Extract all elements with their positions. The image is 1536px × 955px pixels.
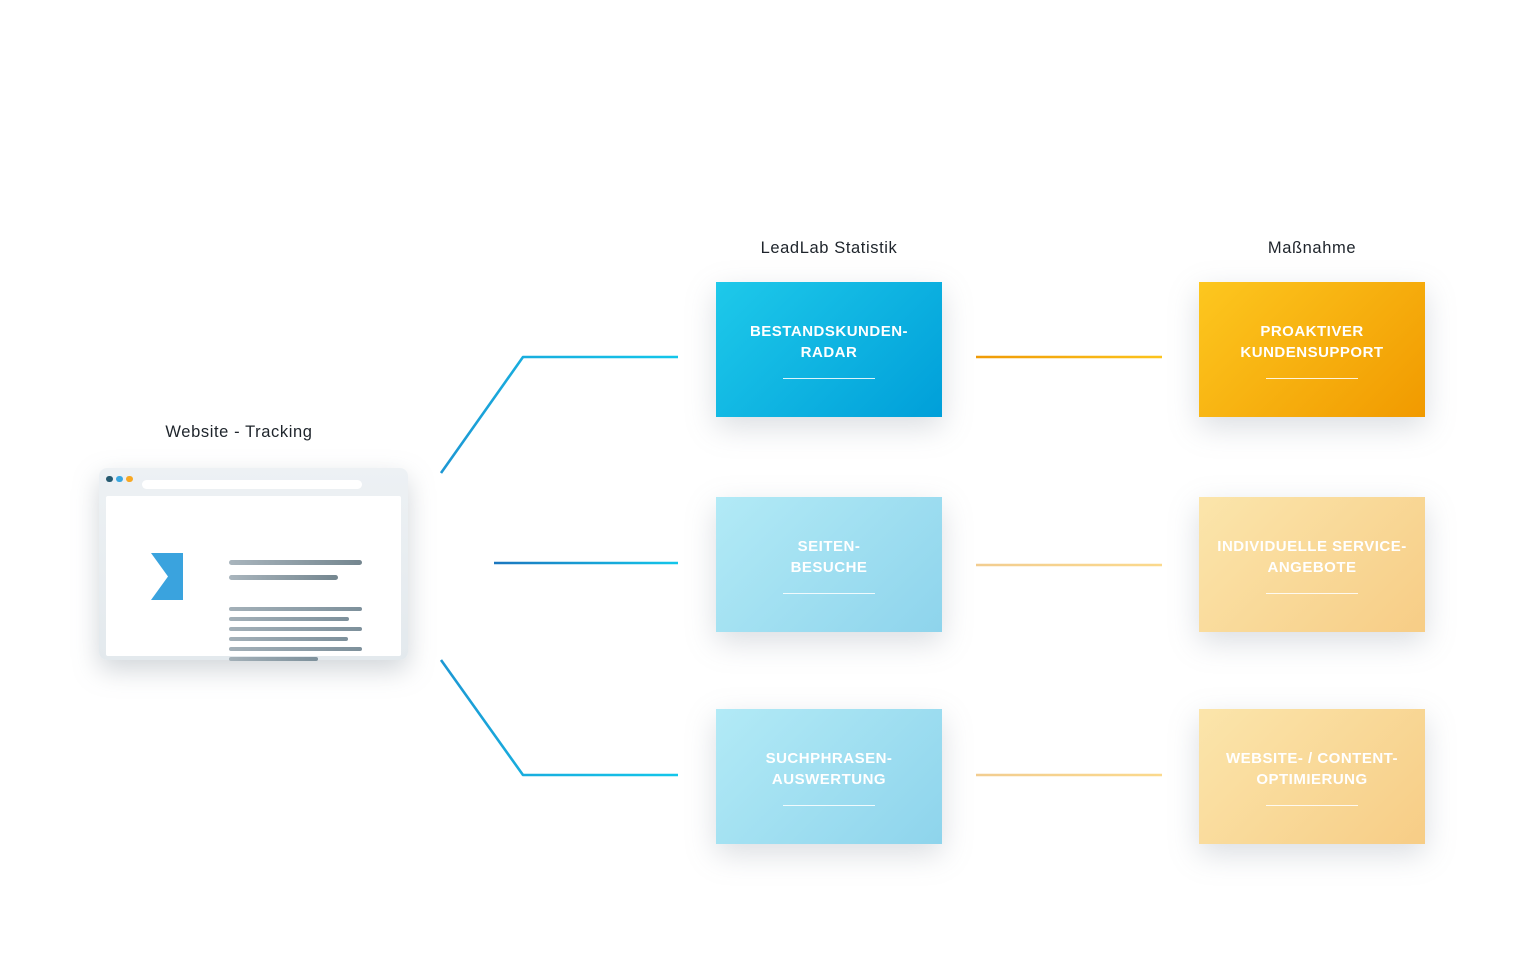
stat-box-suchphrasenauswertung: SUCHPHRASEN- AUSWERTUNG xyxy=(716,709,942,844)
browser-dot-orange-icon xyxy=(126,475,133,482)
label-line-1: BESTANDSKUNDEN- xyxy=(749,322,909,340)
column-header-massnahme: Maßnahme xyxy=(1267,239,1357,257)
text-line xyxy=(229,560,362,565)
label-line-2: KUNDENSUPPORT xyxy=(1240,343,1384,361)
column-header-leadlab-statistik: LeadLab Statistik xyxy=(760,239,898,257)
text-line xyxy=(229,575,338,580)
label-line-1: SEITEN- xyxy=(797,537,861,555)
measure-box-proaktiver-kundensupport: PROAKTIVER KUNDENSUPPORT xyxy=(1199,282,1425,417)
label-line-2: RADAR xyxy=(800,343,858,361)
stat-box-bestandskundenradar: BESTANDSKUNDEN- RADAR xyxy=(716,282,942,417)
connector-tracking-to-suchphrasen xyxy=(439,659,678,777)
label-underline xyxy=(1266,804,1358,806)
measure-box-label: WEBSITE- / CONTENT- OPTIMIERUNG xyxy=(1199,748,1425,790)
label-underline xyxy=(1266,592,1358,594)
label-line-2: AUSWERTUNG xyxy=(771,770,887,788)
browser-dot-blue-icon xyxy=(116,475,123,482)
browser-viewport xyxy=(106,496,401,661)
label-underline xyxy=(783,377,875,379)
label-line-2: ANGEBOTE xyxy=(1267,558,1357,576)
label-underline xyxy=(1266,377,1358,379)
label-line-1: PROAKTIVER xyxy=(1260,322,1364,340)
label-underline xyxy=(783,592,875,594)
browser-window-illustration xyxy=(99,468,408,661)
stat-box-label: BESTANDSKUNDEN- RADAR xyxy=(716,321,942,363)
text-line xyxy=(229,627,362,631)
source-title-website-tracking: Website - Tracking xyxy=(165,423,313,441)
text-line xyxy=(229,647,362,651)
stat-box-seitenbesuche: SEITEN- BESUCHE xyxy=(716,497,942,632)
label-line-1: WEBSITE- / CONTENT- xyxy=(1226,749,1398,767)
browser-url-bar xyxy=(142,479,362,489)
label-line-1: SUCHPHRASEN- xyxy=(765,749,893,767)
text-line xyxy=(229,637,348,641)
text-line xyxy=(229,607,362,611)
stat-box-label: SEITEN- BESUCHE xyxy=(716,536,942,578)
label-line-2: BESUCHE xyxy=(790,558,868,576)
measure-box-individuelle-serviceangebote: INDIVIDUELLE SERVICE- ANGEBOTE xyxy=(1199,497,1425,632)
measure-box-label: PROAKTIVER KUNDENSUPPORT xyxy=(1199,321,1425,363)
label-line-1: INDIVIDUELLE SERVICE- xyxy=(1217,537,1407,555)
leadlab-flag-icon xyxy=(151,553,183,600)
connector-tracking-to-radar xyxy=(439,355,678,474)
label-underline xyxy=(783,804,875,806)
measure-box-website-content-optimierung: WEBSITE- / CONTENT- OPTIMIERUNG xyxy=(1199,709,1425,844)
measure-box-label: INDIVIDUELLE SERVICE- ANGEBOTE xyxy=(1199,536,1425,578)
text-line xyxy=(229,617,349,621)
text-line xyxy=(229,657,318,661)
browser-dot-dark-icon xyxy=(106,475,113,482)
stat-box-label: SUCHPHRASEN- AUSWERTUNG xyxy=(716,748,942,790)
label-line-2: OPTIMIERUNG xyxy=(1256,770,1368,788)
